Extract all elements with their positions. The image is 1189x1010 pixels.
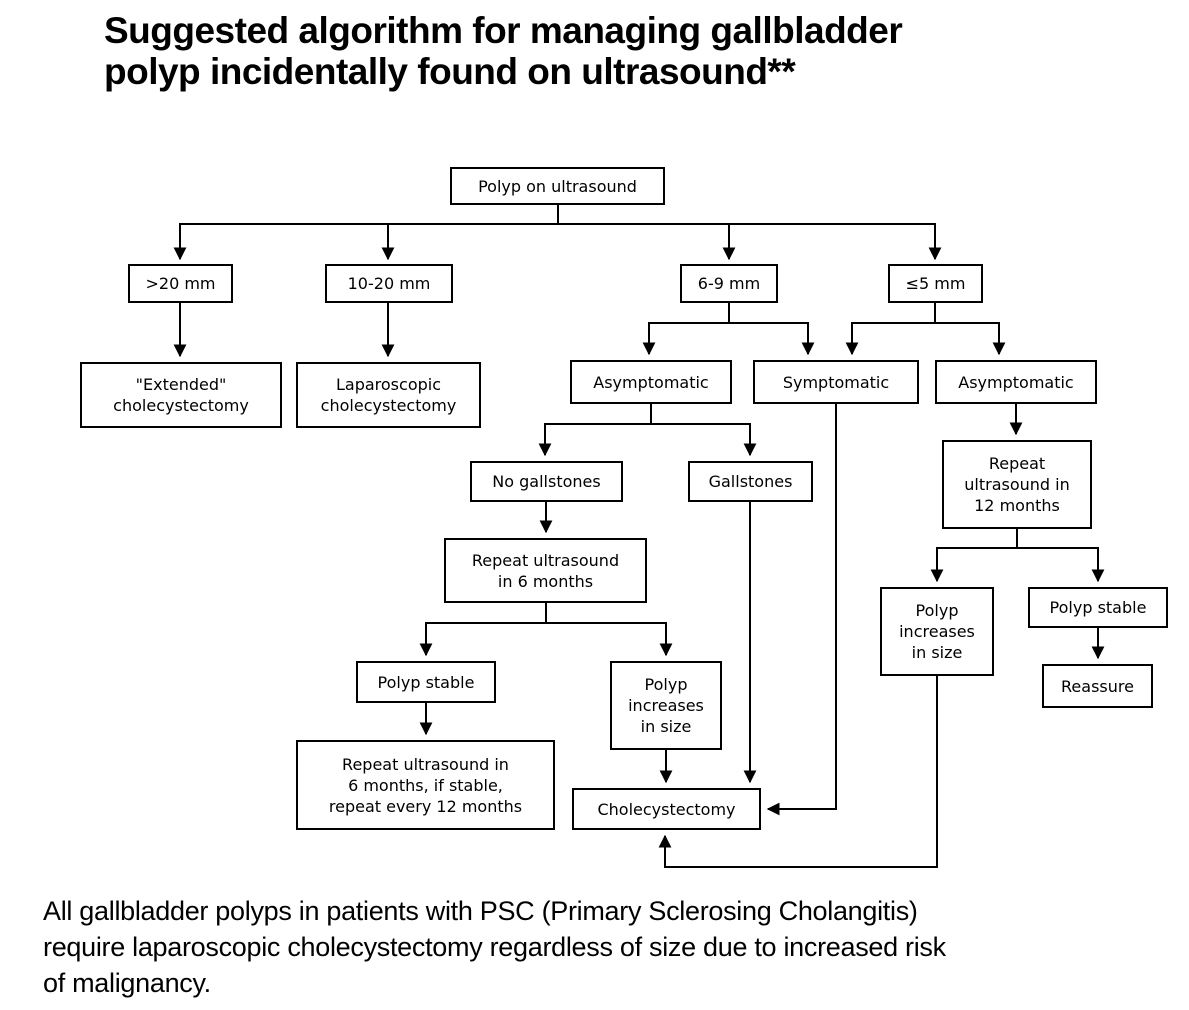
- node-repeat-ultrasound-12-months: Repeat ultrasound in 12 months: [942, 440, 1092, 529]
- node-size-10-20mm: 10-20 mm: [325, 264, 453, 303]
- node-polyp-increases-12mo: Polyp increases in size: [880, 587, 994, 676]
- footnote: All gallbladder polyps in patients with …: [43, 896, 946, 998]
- node-size-le5mm: ≤5 mm: [888, 264, 983, 303]
- node-laparoscopic-cholecystectomy: Laparoscopic cholecystectomy: [296, 362, 481, 428]
- node-polyp-increases-6mo: Polyp increases in size: [610, 661, 722, 750]
- node-polyp-on-ultrasound: Polyp on ultrasound: [450, 167, 665, 205]
- node-extended-cholecystectomy: "Extended" cholecystectomy: [80, 362, 282, 428]
- node-polyp-stable-6mo: Polyp stable: [356, 661, 496, 703]
- node-reassure: Reassure: [1042, 664, 1153, 708]
- node-asymptomatic-le5: Asymptomatic: [935, 360, 1097, 404]
- node-size-gt20mm: >20 mm: [128, 264, 233, 303]
- node-polyp-stable-12mo: Polyp stable: [1028, 587, 1168, 628]
- node-cholecystectomy: Cholecystectomy: [572, 788, 761, 830]
- node-gallstones: Gallstones: [688, 461, 813, 502]
- node-no-gallstones: No gallstones: [470, 461, 623, 502]
- page-title: Suggested algorithm for managing gallbla…: [104, 10, 903, 92]
- node-size-6-9mm: 6-9 mm: [680, 264, 778, 303]
- node-asymptomatic-6-9: Asymptomatic: [570, 360, 732, 404]
- node-repeat-ultrasound-6-months: Repeat ultrasound in 6 months: [444, 538, 647, 603]
- node-repeat-ultrasound-6-12-months: Repeat ultrasound in 6 months, if stable…: [296, 740, 555, 830]
- node-symptomatic: Symptomatic: [753, 360, 919, 404]
